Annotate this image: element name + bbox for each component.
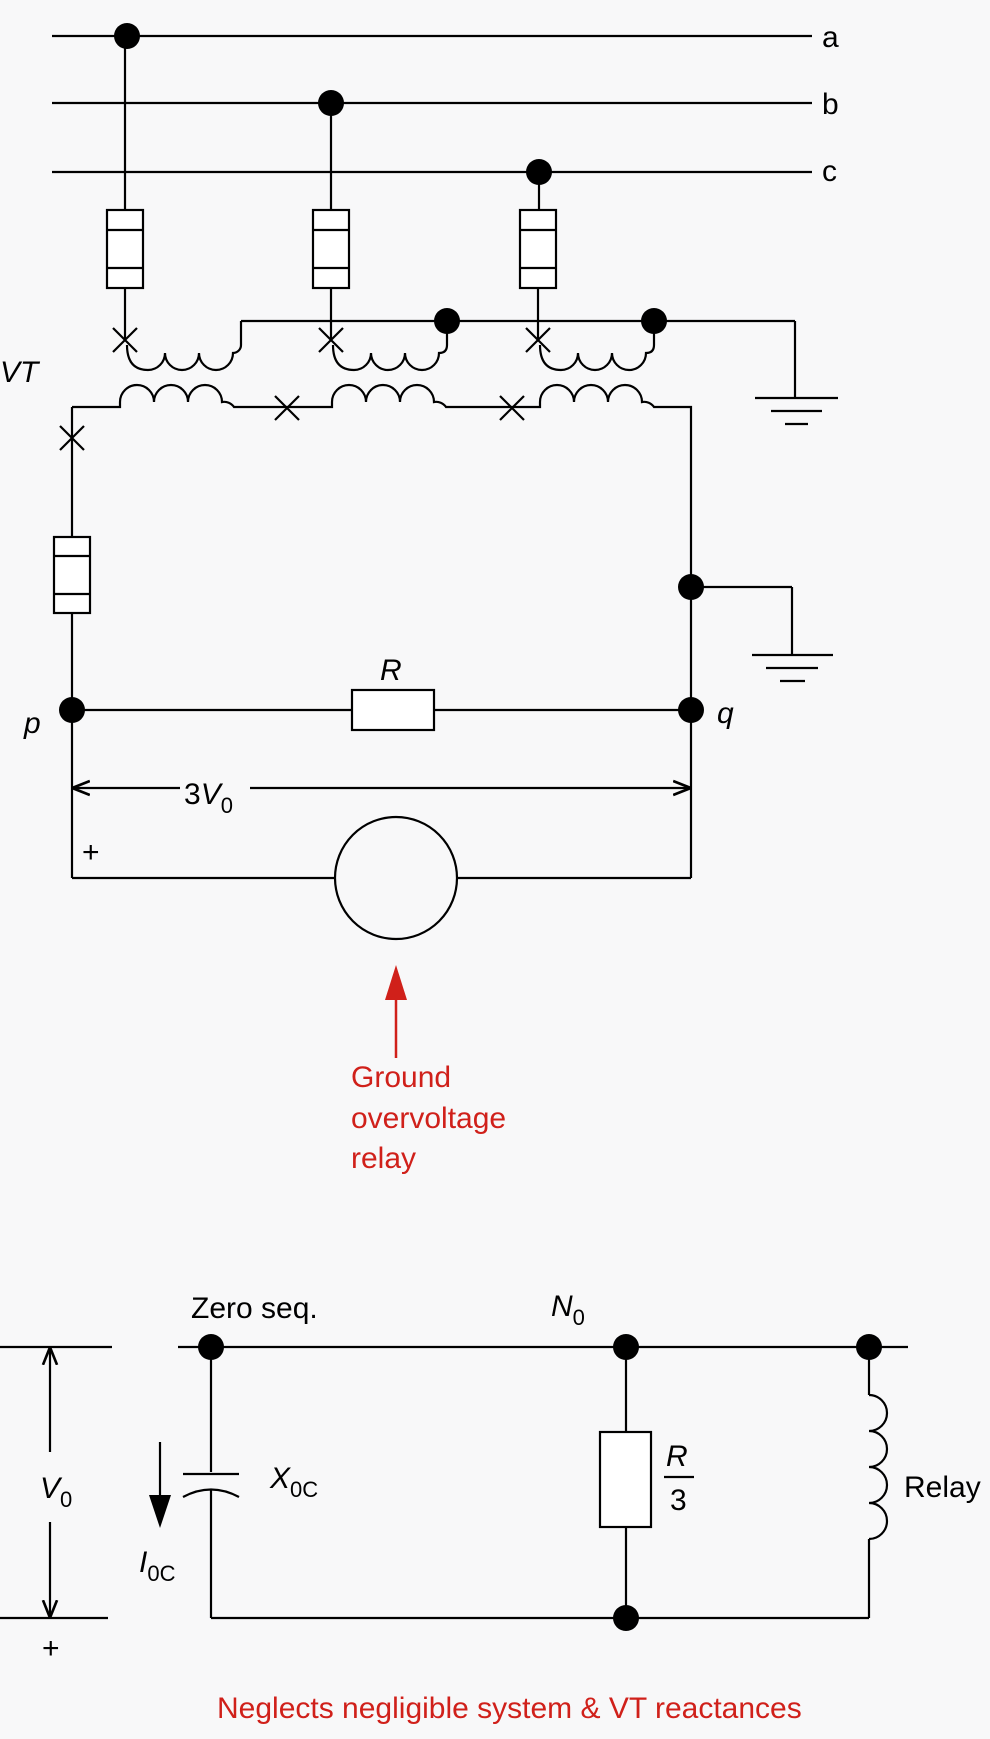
i0c-label: I0C	[139, 1546, 176, 1586]
phase-buses	[52, 23, 812, 185]
relay-annotation-arrow	[385, 965, 407, 1058]
relay-label: Relay	[904, 1471, 981, 1504]
node-p-label: p	[23, 707, 41, 740]
secondary-polarity-marks	[59, 395, 525, 451]
phase-a-label: a	[822, 21, 839, 54]
i0c-arrow	[149, 1442, 171, 1528]
relay-loop	[70, 710, 693, 941]
ground-symbol-top	[755, 396, 838, 426]
secondary-fuse	[52, 535, 92, 615]
fuse-c	[518, 208, 558, 290]
x0c-label: X0C	[269, 1462, 318, 1502]
phase-a-node	[114, 23, 140, 49]
vt-label: VT	[0, 356, 41, 389]
relay-note-line1: Ground	[351, 1061, 451, 1094]
loading-resistor	[59, 688, 704, 732]
fuse-a	[105, 208, 145, 290]
r-over-3-numerator: R	[666, 1440, 688, 1473]
fuse-b	[311, 208, 351, 290]
relay-note-line2: overvoltage	[351, 1102, 506, 1135]
r-over-3-denominator: 3	[670, 1484, 687, 1517]
capacitor-plate-bottom	[182, 1488, 240, 1498]
three-v0-label: 3V0	[184, 778, 233, 818]
phase-b-label: b	[822, 88, 839, 121]
resistor-label: R	[380, 654, 402, 687]
relay-inductor	[868, 1393, 889, 1541]
n0-label: N0	[551, 1290, 585, 1330]
ground-overvoltage-relay	[333, 815, 459, 941]
v0-label: V0	[40, 1472, 72, 1512]
plus-bottom-label: +	[42, 1632, 60, 1665]
primary-neutral	[241, 308, 797, 398]
v0-reference	[0, 1345, 112, 1620]
primary-polarity-marks	[112, 327, 551, 353]
r-over-3-resistor	[598, 1430, 653, 1529]
primary-leads	[123, 36, 541, 340]
plus-top-label: +	[82, 836, 100, 869]
return-node	[613, 1605, 639, 1631]
relay-note-line3: relay	[351, 1142, 416, 1175]
zero-seq-label: Zero seq.	[191, 1292, 318, 1325]
zero-seq-network	[178, 1334, 908, 1631]
footnote: Neglects negligible system & VT reactanc…	[217, 1692, 802, 1725]
node-q-label: q	[717, 697, 734, 730]
phase-c-label: c	[822, 155, 837, 188]
vt-primary-windings	[125, 321, 656, 372]
secondary-ground	[678, 574, 833, 710]
vt-secondary-windings	[70, 383, 693, 710]
